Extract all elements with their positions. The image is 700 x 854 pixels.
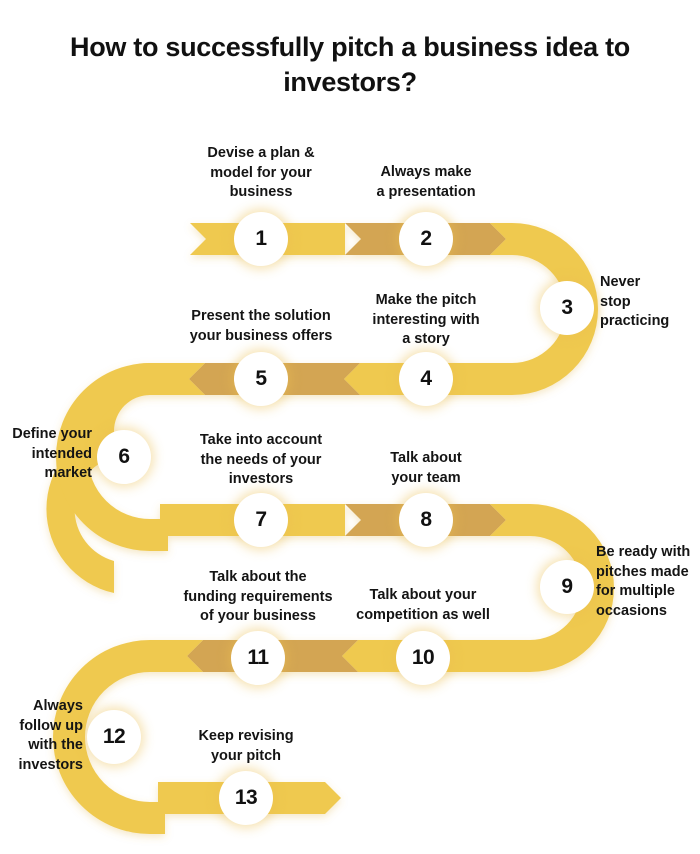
step-label-8: Talk about your team <box>390 450 462 486</box>
step-label-4: Make the pitch interesting with a story <box>372 292 480 348</box>
step-node-10[interactable]: 10 <box>396 631 450 685</box>
step-label-1: Devise a plan & model for your business <box>207 145 315 201</box>
step-node-8[interactable]: 8 <box>399 493 453 547</box>
step-node-1[interactable]: 1 <box>234 212 288 266</box>
step-node-5[interactable]: 5 <box>234 352 288 406</box>
step-label-11: Talk about the funding requirements of y… <box>183 569 333 625</box>
page-title: How to successfully pitch a business ide… <box>70 32 630 98</box>
step-node-12[interactable]: 12 <box>87 710 141 764</box>
step-node-9[interactable]: 9 <box>540 560 594 614</box>
step-node-11[interactable]: 11 <box>231 631 285 685</box>
step-label-2: Always make a presentation <box>376 164 476 200</box>
step-label-5: Present the solution your business offer… <box>189 308 333 344</box>
step-node-2[interactable]: 2 <box>399 212 453 266</box>
step-label-7: Take into account the needs of your inve… <box>199 432 323 488</box>
step-node-7[interactable]: 7 <box>234 493 288 547</box>
step-label-13: Keep revising your pitch <box>198 728 294 764</box>
step-label-9: Be ready with pitches made for multiple … <box>596 544 691 619</box>
step-label-12: Always follow up with the investors <box>18 698 83 773</box>
step-label-3: Never stop practicing <box>600 274 670 330</box>
step-node-4[interactable]: 4 <box>399 352 453 406</box>
step-node-13[interactable]: 13 <box>219 771 273 825</box>
step-label-10: Talk about your competition as well <box>356 587 490 623</box>
step-label-6: Define your intended market <box>12 426 92 482</box>
step-node-6[interactable]: 6 <box>97 430 151 484</box>
step-node-3[interactable]: 3 <box>540 281 594 335</box>
